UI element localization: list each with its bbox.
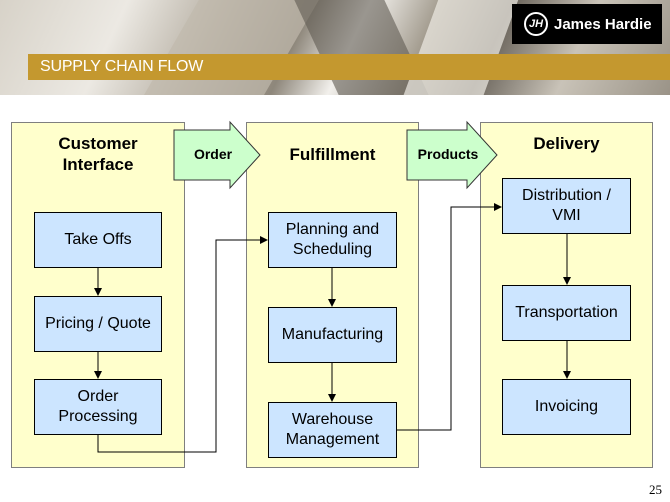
column-title: Customer Interface (58, 134, 138, 174)
step-manufacturing: Manufacturing (268, 307, 397, 363)
order-block-arrow (173, 120, 261, 190)
products-block-arrow (406, 120, 498, 190)
step-distribution-vmi: Distribution /VMI (502, 178, 631, 234)
brand-name: James Hardie (554, 15, 652, 33)
connector-arrow (97, 236, 268, 453)
step-take-offs: Take Offs (34, 212, 162, 268)
products-arrow-label: Products (417, 146, 479, 162)
logo-icon: JH (524, 12, 548, 36)
step-transportation: Transportation (502, 285, 631, 341)
column-title: Delivery (533, 134, 600, 153)
title-bar: SUPPLY CHAIN FLOW (28, 54, 670, 80)
page-number: 25 (649, 482, 662, 497)
company-logo: JH James Hardie (512, 4, 662, 44)
step-pricing-quote: Pricing / Quote (34, 296, 162, 352)
column-title: Fulfillment (289, 145, 376, 164)
connector-arrow (397, 203, 502, 431)
slide-title: SUPPLY CHAIN FLOW (40, 58, 204, 75)
order-arrow-label: Order (193, 146, 233, 162)
step-invoicing: Invoicing (502, 379, 631, 435)
